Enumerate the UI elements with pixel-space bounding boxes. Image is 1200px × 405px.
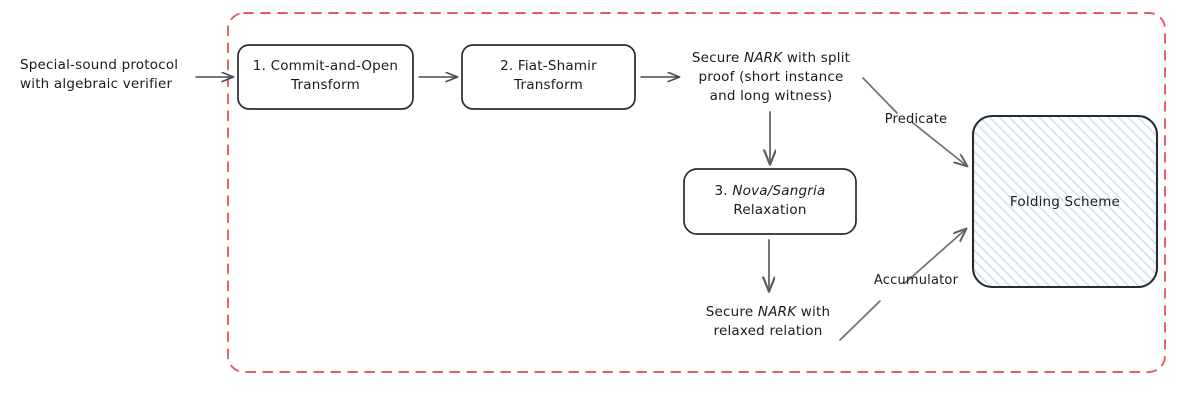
node-nova-sangria-prefix: 3. [714, 183, 733, 199]
node-fiat-shamir-shape[interactable] [461, 44, 636, 110]
node-fiat-shamir-label: 2. Fiat-Shamir Transform [500, 58, 597, 94]
secure-nark-relaxed-italic: NARK [757, 304, 797, 320]
dashed-region-border [227, 12, 1166, 373]
text-secure-nark-split: Secure NARK with split proof (short inst… [678, 49, 864, 106]
node-commit-open-shape[interactable] [237, 44, 414, 110]
edge-predicate-arrow [912, 122, 967, 166]
node-nova-sangria-shape[interactable] [683, 168, 857, 235]
node-nova-sangria-italic: Nova/Sangria [732, 183, 826, 199]
secure-nark-split-suffix: with split proof (short instance and lon… [698, 50, 851, 105]
secure-nark-relaxed-suffix: with relaxed relation [713, 304, 831, 340]
node-nova-sangria-label: 3. Nova/Sangria Relaxation [684, 182, 856, 220]
node-nova-sangria-suffix: Relaxation [733, 202, 807, 219]
node-folding-scheme-label: Folding Scheme [1009, 194, 1121, 210]
edge-label-accumulator: Accumulator [873, 273, 959, 288]
edge-accumulator-segment [839, 300, 881, 341]
secure-nark-relaxed-prefix: Secure [705, 304, 758, 320]
input-protocol-label: Special-sound protocol with algebraic ve… [20, 57, 179, 93]
edge-predicate-segment [862, 77, 898, 114]
text-secure-nark-relaxed: Secure NARK with relaxed relation [683, 303, 853, 341]
edge-accumulator-arrow [904, 229, 966, 284]
edge-label-predicate: Predicate [884, 112, 948, 127]
secure-nark-split-italic: NARK [743, 50, 783, 66]
node-commit-open-label: 1. Commit-and-Open Transform [252, 58, 399, 94]
secure-nark-split-prefix: Secure [691, 50, 744, 66]
node-folding-scheme-shape[interactable] [971, 114, 1159, 289]
